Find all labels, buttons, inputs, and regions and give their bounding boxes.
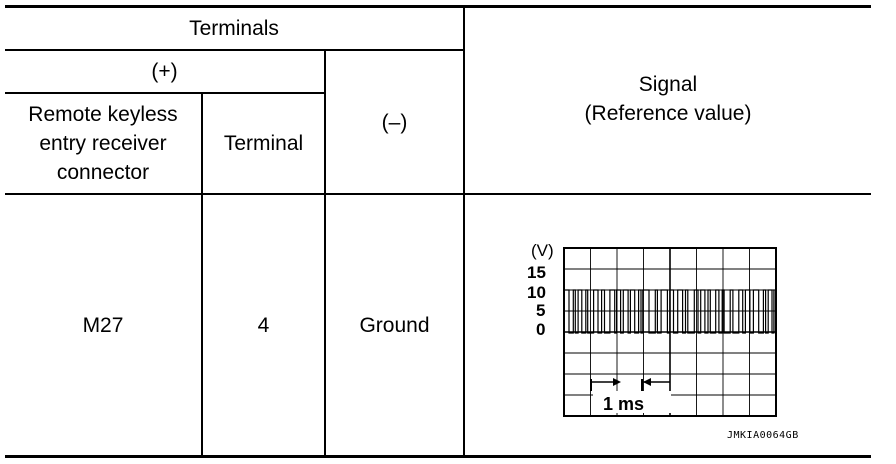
y-tick-label: 5 (536, 301, 545, 320)
col-rule-3 (463, 5, 465, 457)
time-marker-label: 1 ms (603, 394, 644, 414)
plus-heading: (+) (151, 60, 178, 83)
y-tick-label: 15 (527, 263, 546, 282)
signal-heading: Signal (Reference value) (584, 72, 752, 125)
terminal-value: 4 (257, 313, 270, 337)
marker-label-bg (593, 391, 671, 413)
terminals-heading: Terminals (189, 17, 279, 40)
table-bottom-rule (5, 455, 871, 458)
ground-value: Ground (359, 313, 430, 337)
terminal-heading: Terminal (223, 132, 304, 155)
minus-heading: (–) (381, 110, 408, 134)
unit-label: (V) (531, 241, 554, 260)
row-rule-1 (5, 49, 464, 51)
signal-trace (565, 289, 775, 334)
y-tick-label: 10 (527, 283, 546, 302)
connector-value: M27 (82, 313, 124, 337)
signal-waveform: (V) 15 10 5 0 1 ms (527, 241, 777, 417)
y-tick-label: 0 (536, 320, 545, 339)
marker-right-arrow (643, 378, 651, 386)
connector-heading: Remote keyless entry receiver connector (28, 103, 178, 184)
col-rule-1 (201, 92, 203, 457)
table-top-rule (5, 5, 871, 8)
header-bottom-rule (5, 193, 871, 195)
col-rule-2 (324, 49, 326, 457)
row-rule-2 (5, 92, 325, 94)
figure-code: JMKIA0064GB (727, 430, 799, 441)
marker-left-arrow (613, 378, 621, 386)
